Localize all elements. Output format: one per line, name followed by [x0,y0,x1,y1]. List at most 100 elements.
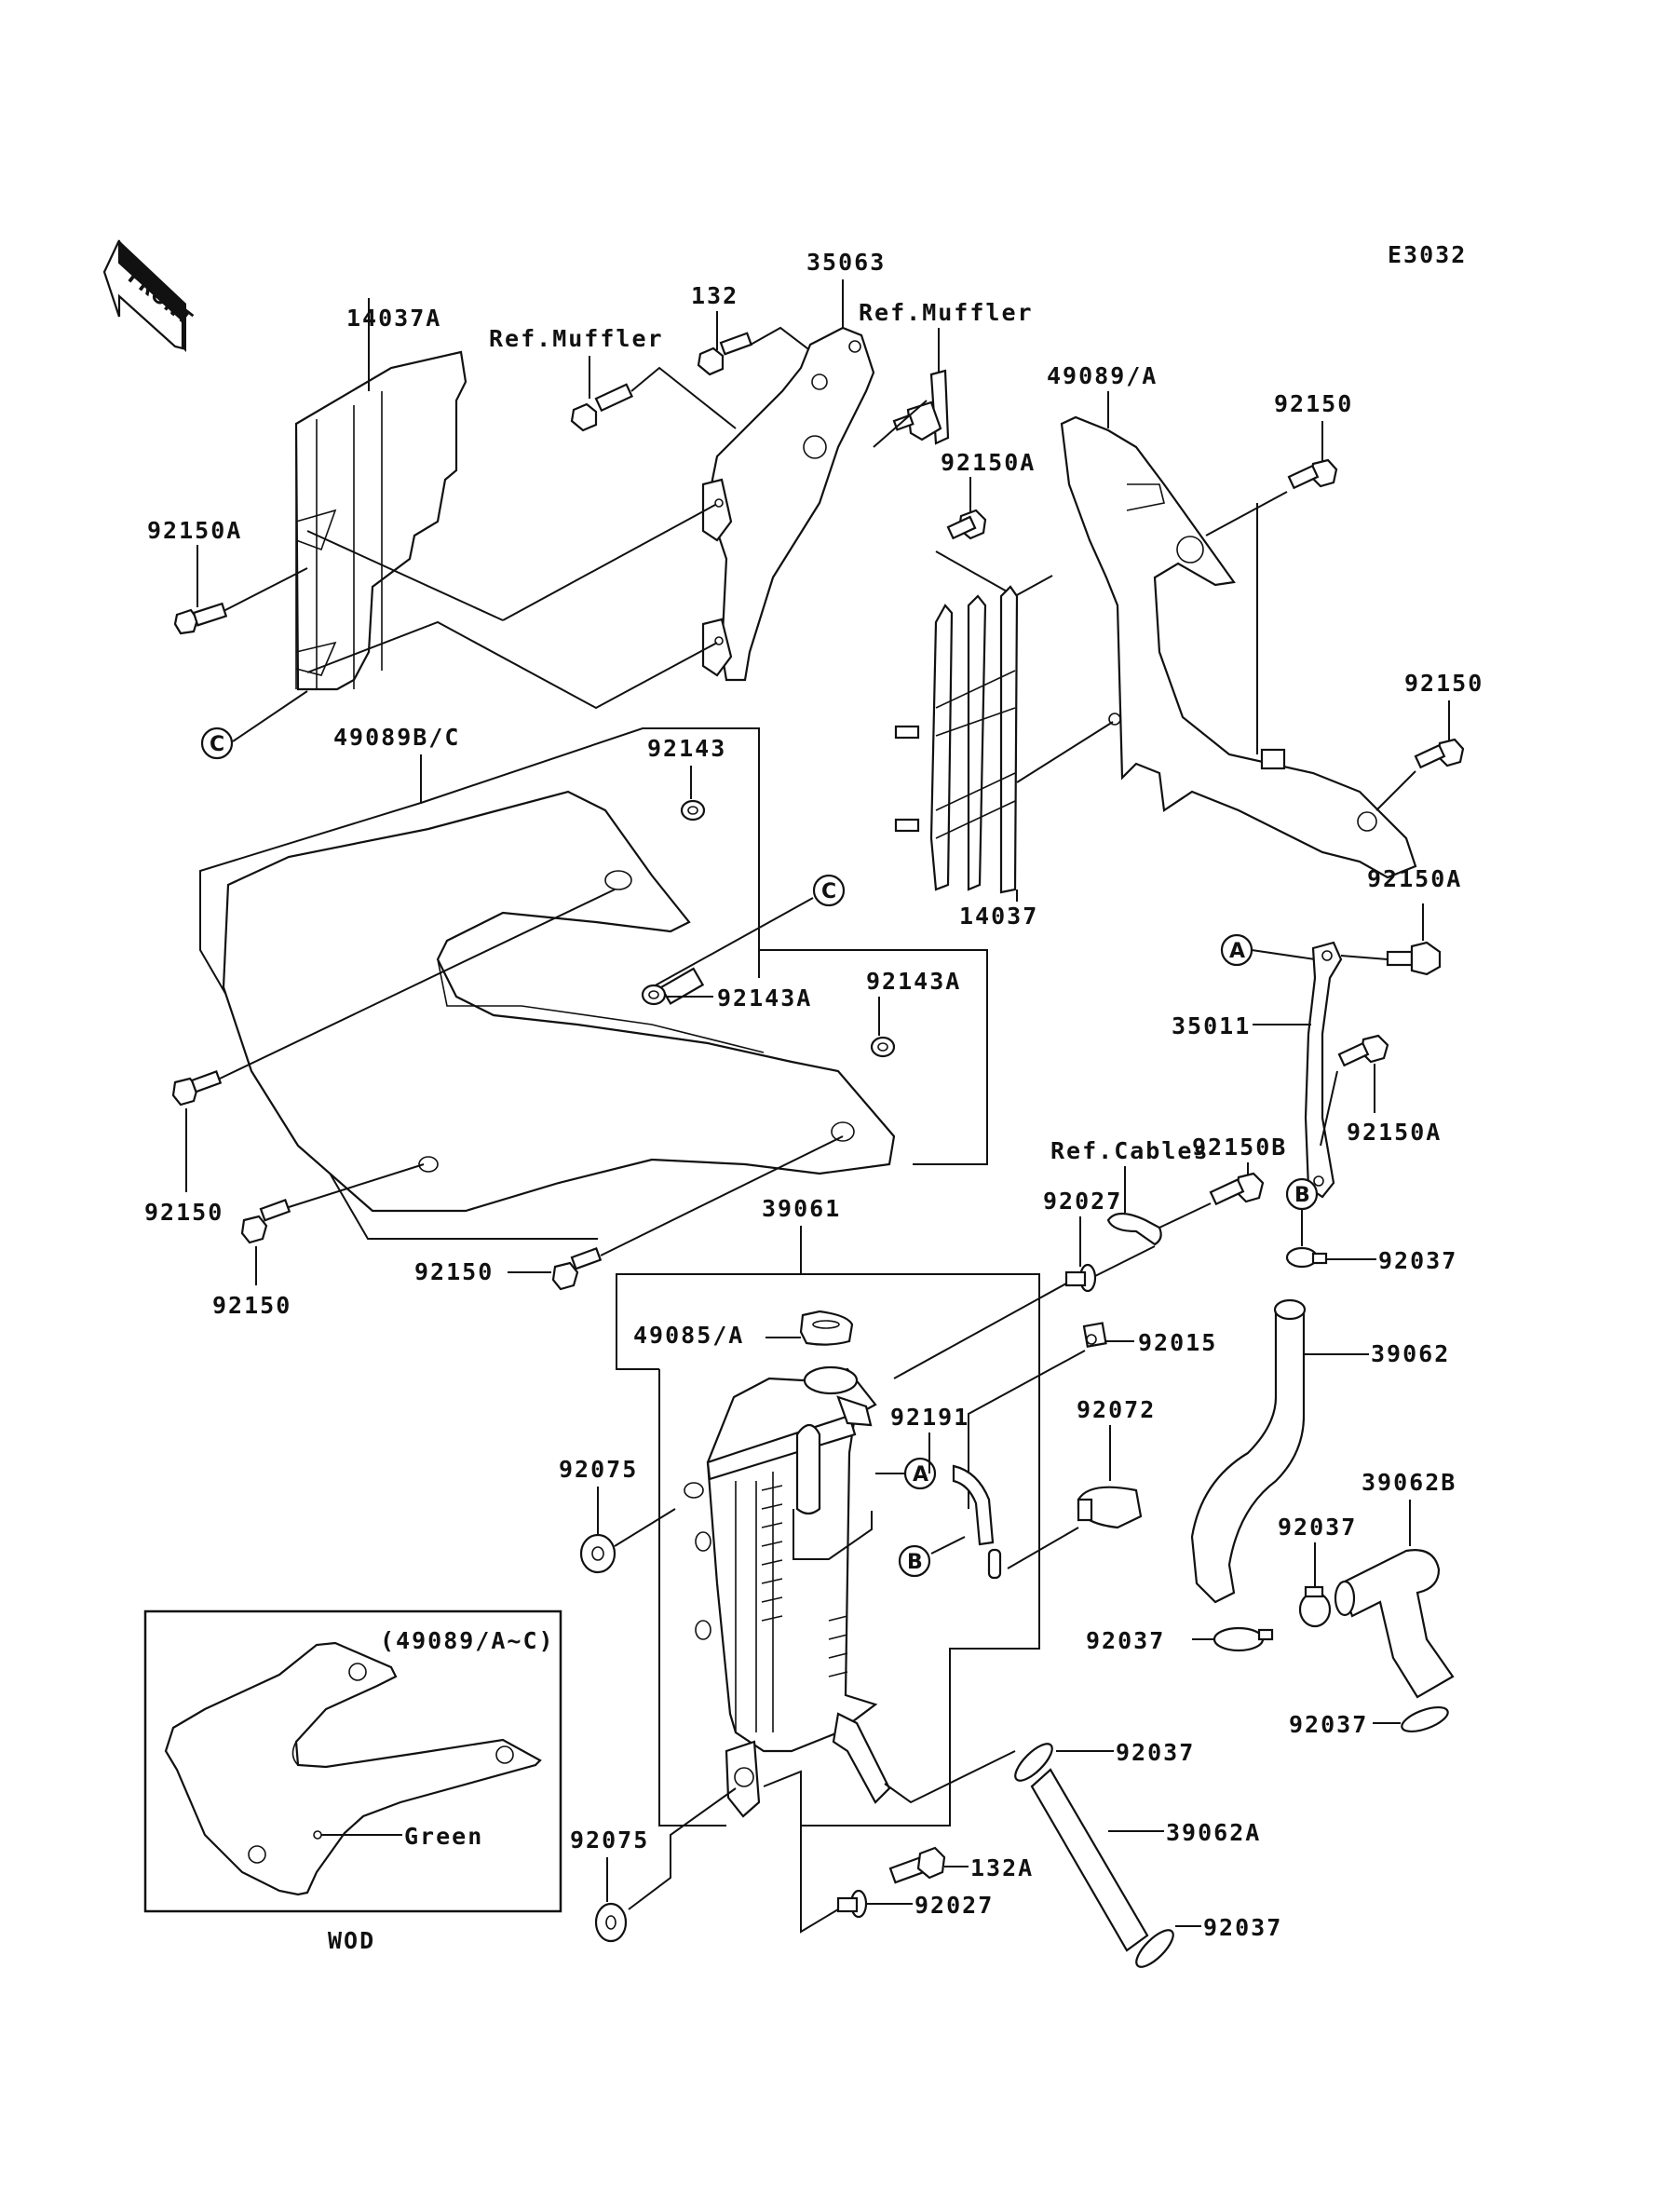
part-label-39062A: 39062A [1166,1819,1261,1846]
front-arrow-icon: FRONT [102,239,197,352]
part-label-92037-low: 92037 [1116,1739,1195,1766]
hose-clamp-icon [1213,1626,1274,1652]
radiator-shroud-right [1060,415,1417,879]
part-label-39061: 39061 [762,1195,841,1222]
bolt-icon [570,383,634,432]
part-label-92143A-1: 92143A [717,985,812,1012]
bolt-icon [1386,941,1442,976]
cable-guide-icon [1106,1212,1162,1246]
part-label-35011: 35011 [1172,1012,1251,1039]
part-label-49085A: 49085/A [633,1322,744,1349]
part-label-92150-l1: 92150 [144,1199,224,1226]
part-label-92150-l2: 92150 [212,1292,291,1319]
part-label-92191: 92191 [890,1404,969,1431]
part-label-92015: 92015 [1138,1329,1217,1356]
part-label-92150A-r2: 92150A [1347,1119,1442,1146]
bracket-35063 [701,326,875,682]
grommet-icon [680,799,706,822]
ref-muffler-label-1: Ref.Muffler [489,325,664,352]
radiator-hose-39062 [1190,1298,1307,1604]
part-label-14037A: 14037A [346,305,441,332]
hose-clamp-icon [1014,1743,1053,1782]
part-label-39062B: 39062B [1362,1469,1456,1496]
inset-color-note: Green [404,1823,483,1850]
part-label-92150B: 92150B [1192,1134,1287,1161]
hose-clamp-icon [1285,1246,1328,1269]
muffler-mount-icon [892,369,950,445]
svg-text:B: B [1294,1184,1310,1207]
collar-icon [1064,1263,1097,1293]
part-label-35063: 35063 [806,249,886,276]
ref-marker-c-2: C [812,874,846,907]
hose-clamp-icon [1135,1929,1174,1968]
bolt-icon [240,1199,291,1244]
part-label-92072: 92072 [1077,1396,1156,1423]
part-label-92037-right: 92037 [1289,1711,1368,1738]
grommet-icon [870,1036,896,1058]
part-label-92037-bot: 92037 [1203,1914,1282,1941]
small-hose-92191 [952,1464,1002,1580]
bolt-icon [1414,738,1465,769]
inset-caption: WOD [328,1927,375,1954]
svg-text:A: A [1229,940,1245,963]
svg-text:A: A [913,1463,928,1487]
part-label-92150A-right: 92150A [1367,865,1462,892]
hose-clamp-icon [1401,1705,1449,1733]
part-label-92075-bot: 92075 [570,1827,649,1854]
part-label-92037-mid: 92037 [1278,1514,1357,1541]
part-label-49089A: 49089/A [1047,362,1158,389]
collar-icon [836,1889,868,1919]
diagram-code: E3032 [1388,241,1467,268]
clip-nut-icon [1082,1322,1107,1348]
grommet-icon [641,984,667,1006]
grommet-icon [594,1902,628,1943]
part-label-92143A-2: 92143A [866,968,961,995]
ref-marker-b-2: B [898,1544,931,1578]
part-label-92150A-left: 92150A [147,517,242,544]
part-label-49089BC: 49089B/C [333,724,460,751]
svg-text:B: B [907,1551,923,1574]
ref-cables-label: Ref.Cables [1050,1137,1210,1164]
part-label-92150-right: 92150 [1404,670,1484,697]
band-clamp-icon [1077,1486,1143,1529]
bolt-icon [888,1846,946,1884]
bolt-icon [1337,1034,1389,1067]
ref-marker-b: B [1285,1177,1319,1211]
straight-hose-39062A [1030,1768,1149,1952]
radiator-core [684,1365,891,1818]
bolt-icon [1287,458,1338,490]
bolt-icon [946,509,987,540]
bolt-icon [551,1247,603,1291]
part-label-92027-bot: 92027 [915,1892,994,1919]
ref-muffler-label-2: Ref.Muffler [859,299,1034,326]
inset-title: (49089/A~C) [380,1627,555,1654]
ref-marker-a-2: A [903,1457,937,1490]
elbow-hose-39062B [1334,1549,1455,1699]
part-label-132A: 132A [970,1854,1034,1881]
svg-text:C: C [210,733,224,756]
part-label-92150A-mid: 92150A [941,449,1036,476]
stay-bracket-35011 [1304,941,1343,1199]
ref-marker-c: C [200,727,234,760]
part-label-92150-l3: 92150 [414,1258,494,1285]
radiator-cap-icon [799,1310,854,1346]
part-label-14037: 14037 [959,903,1038,930]
part-label-92143: 92143 [647,735,726,762]
grommet-icon [579,1533,616,1574]
radiator-guard-left [294,298,467,691]
part-label-39062: 39062 [1371,1340,1450,1367]
bolt-icon [173,602,228,635]
ref-marker-a: A [1220,933,1253,967]
part-label-92037-left: 92037 [1086,1627,1165,1654]
part-label-92150-top: 92150 [1274,390,1353,417]
bolt-icon [1209,1172,1265,1206]
radiator-grille [894,585,1019,894]
inset-wod: (49089/A~C) Green [143,1609,562,1913]
part-label-92075-top: 92075 [559,1456,638,1483]
svg-text:C: C [821,880,836,903]
part-label-132: 132 [691,282,738,309]
part-label-92037-top: 92037 [1378,1247,1457,1274]
part-label-92027-top: 92027 [1043,1188,1122,1215]
bolt-icon [697,332,753,376]
